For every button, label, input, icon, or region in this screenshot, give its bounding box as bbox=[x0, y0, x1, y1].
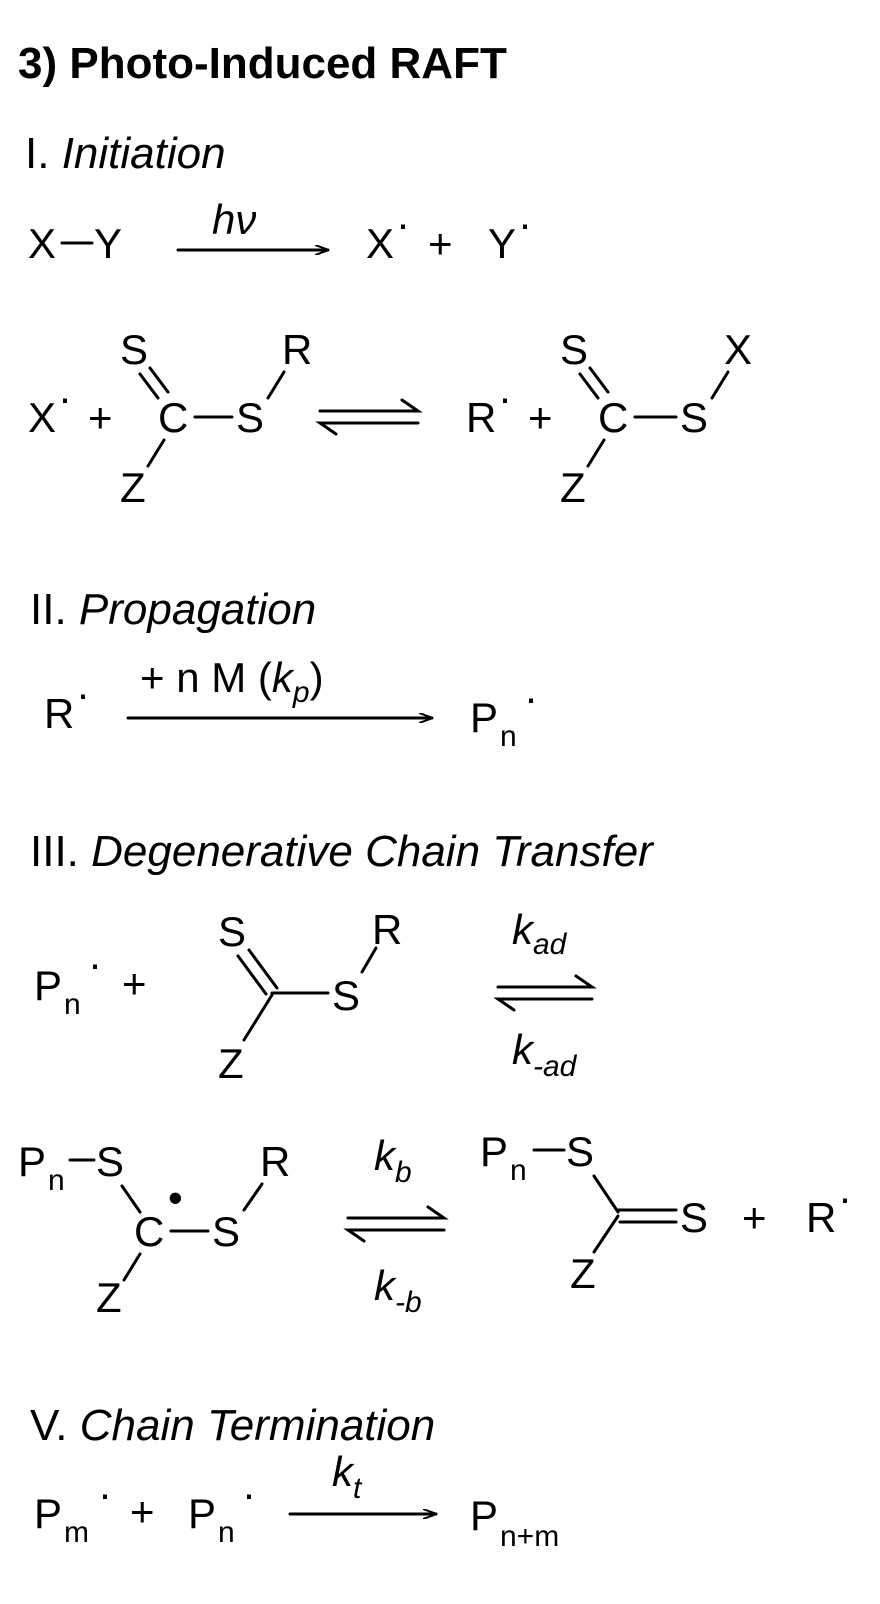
radical-dot: · bbox=[88, 940, 102, 987]
atom-z: Z bbox=[560, 464, 586, 511]
section-termination-heading: V. Chain Termination bbox=[30, 1401, 435, 1450]
section-propagation-heading: II. Propagation bbox=[30, 585, 316, 634]
atom-r: R bbox=[44, 690, 74, 737]
radical-dot: · bbox=[58, 374, 72, 421]
subscript-n: n bbox=[48, 1164, 65, 1197]
atom-z: Z bbox=[218, 1040, 244, 1087]
radical-dot: · bbox=[518, 200, 532, 247]
double-bond-c-s bbox=[578, 372, 600, 400]
plus-sign: + bbox=[528, 394, 553, 441]
atom-z: Z bbox=[96, 1274, 122, 1321]
equilibrium-reverse-arrow bbox=[343, 1228, 446, 1243]
bond-c-z bbox=[146, 438, 166, 468]
double-bond-c-s bbox=[247, 948, 279, 990]
atom-s: S bbox=[96, 1138, 124, 1185]
radical-dot: · bbox=[838, 1174, 852, 1221]
subscript-n-plus-m: n+m bbox=[500, 1520, 559, 1553]
atom-s: S bbox=[680, 1194, 708, 1241]
plus-sign: + bbox=[130, 1488, 155, 1535]
atom-r: R bbox=[282, 326, 312, 373]
atom-c: C bbox=[134, 1208, 164, 1255]
bond-s-c bbox=[592, 1174, 620, 1214]
radical-dot: · bbox=[498, 374, 512, 421]
radical-dot: • bbox=[168, 1174, 183, 1221]
plus-sign: + bbox=[428, 220, 453, 267]
radical-dot: · bbox=[98, 1470, 112, 1517]
atom-p: P bbox=[188, 1490, 216, 1537]
rate-constant-kad: kad bbox=[512, 906, 568, 961]
atom-x: X bbox=[366, 220, 394, 267]
atom-r: R bbox=[806, 1194, 836, 1241]
section-chain-transfer-heading: III. Degenerative Chain Transfer bbox=[30, 827, 655, 876]
rate-constant-kb: kb bbox=[374, 1132, 412, 1189]
atom-s: S bbox=[560, 326, 588, 373]
equilibrium-reverse-arrow bbox=[493, 997, 594, 1012]
atom-z: Z bbox=[570, 1250, 596, 1297]
equilibrium-reverse-arrow bbox=[315, 421, 420, 436]
atom-s: S bbox=[566, 1128, 594, 1175]
plus-sign: + bbox=[88, 394, 113, 441]
atom-z: Z bbox=[120, 464, 146, 511]
atom-p: P bbox=[18, 1138, 46, 1185]
atom-s: S bbox=[120, 326, 148, 373]
section-initiation-heading: I. Initiation bbox=[25, 129, 226, 178]
equilibrium-forward-arrow bbox=[496, 974, 597, 989]
plus-sign: + bbox=[122, 960, 147, 1007]
bond-c-z bbox=[242, 993, 274, 1042]
double-bond-c-s bbox=[138, 372, 160, 400]
atom-p: P bbox=[470, 1492, 498, 1539]
atom-s: S bbox=[236, 394, 264, 441]
atom-x: X bbox=[724, 326, 752, 373]
bond-c-z bbox=[592, 1214, 620, 1254]
atom-r: R bbox=[372, 906, 402, 953]
rate-constant-k-b: k-b bbox=[374, 1262, 422, 1319]
subscript-n: n bbox=[218, 1516, 235, 1549]
radical-dot: · bbox=[76, 670, 90, 717]
atom-x: X bbox=[28, 220, 56, 267]
bond-s-c bbox=[120, 1184, 142, 1214]
bond-s-r bbox=[242, 1182, 264, 1212]
bond-c-z bbox=[122, 1252, 142, 1282]
atom-p: P bbox=[470, 694, 498, 741]
subscript-n: n bbox=[64, 988, 81, 1021]
radical-dot: · bbox=[242, 1470, 256, 1517]
radical-dot: · bbox=[396, 200, 410, 247]
bond-s-r bbox=[360, 946, 378, 974]
bond-s-x bbox=[710, 370, 730, 400]
scheme-title: 3) Photo-Induced RAFT bbox=[18, 39, 507, 88]
atom-c: C bbox=[158, 394, 188, 441]
atom-s: S bbox=[332, 972, 360, 1019]
subscript-n: n bbox=[510, 1154, 527, 1187]
subscript-m: m bbox=[64, 1516, 89, 1549]
atom-r: R bbox=[466, 394, 496, 441]
atom-y: Y bbox=[94, 220, 122, 267]
atom-s: S bbox=[212, 1208, 240, 1255]
bond-s-r bbox=[266, 370, 286, 400]
rate-constant-k-ad: k-ad bbox=[512, 1026, 578, 1083]
radical-dot: · bbox=[524, 674, 538, 721]
atom-p: P bbox=[34, 1490, 62, 1537]
equilibrium-forward-arrow bbox=[318, 398, 423, 413]
atom-c: C bbox=[598, 394, 628, 441]
bond-c-z bbox=[586, 438, 606, 468]
atom-p: P bbox=[34, 962, 62, 1009]
atom-p: P bbox=[480, 1128, 508, 1175]
rate-constant-kt: kt bbox=[332, 1448, 363, 1505]
double-bond-c-s bbox=[148, 366, 170, 394]
atom-y: Y bbox=[488, 220, 516, 267]
atom-s: S bbox=[680, 394, 708, 441]
plus-sign: + bbox=[742, 1194, 767, 1241]
atom-x: X bbox=[28, 394, 56, 441]
equilibrium-forward-arrow bbox=[346, 1205, 449, 1220]
double-bond-c-s bbox=[236, 954, 268, 996]
double-bond-c-s bbox=[588, 366, 610, 394]
arrow-label-monomer-addition: + n M (kp) bbox=[140, 654, 324, 709]
atom-r: R bbox=[260, 1138, 290, 1185]
atom-s: S bbox=[218, 908, 246, 955]
arrow-label-hv: hν bbox=[212, 196, 256, 243]
subscript-n: n bbox=[500, 720, 517, 753]
